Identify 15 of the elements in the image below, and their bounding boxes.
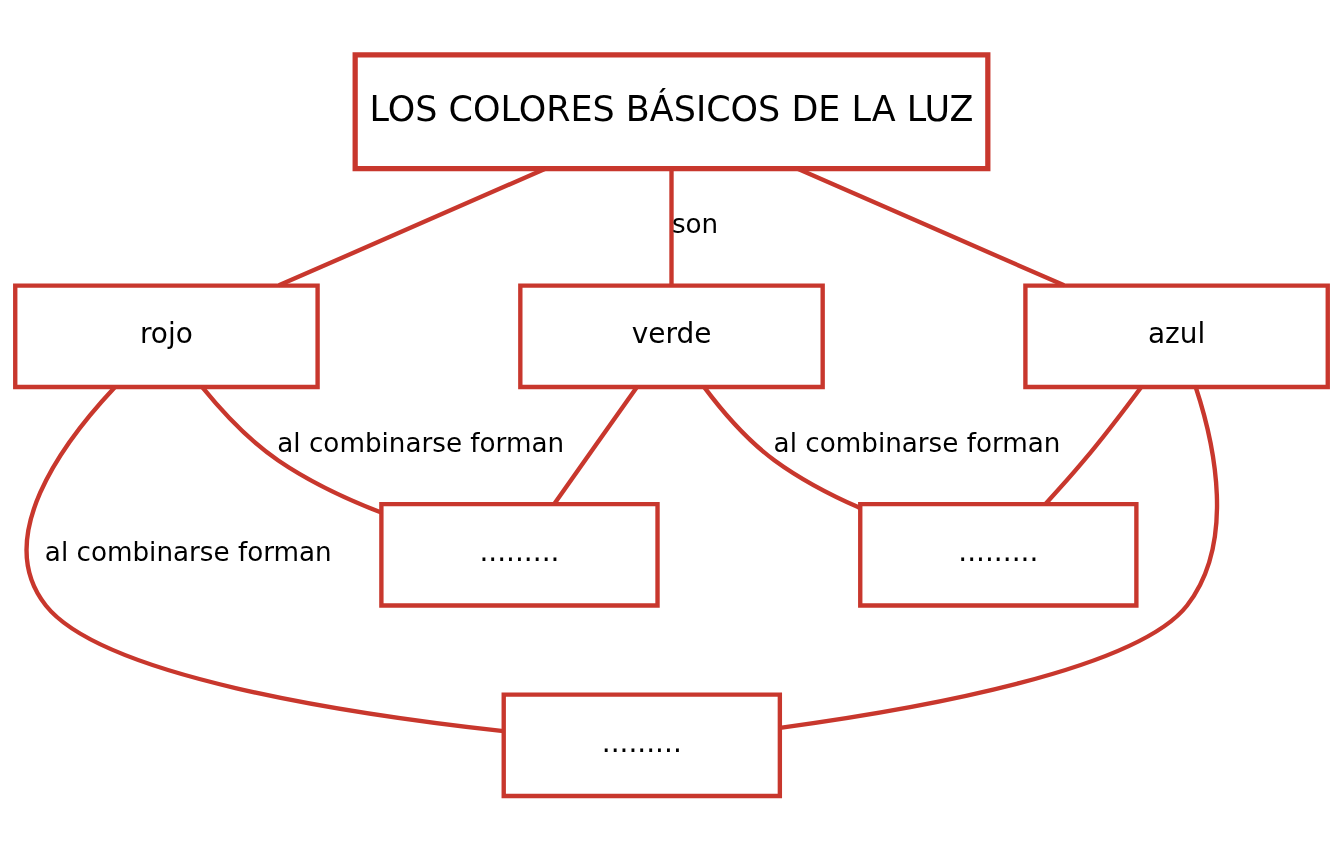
- edge-label: al combinarse forman: [773, 427, 1061, 458]
- connector: [669, 168, 674, 285]
- connector: [24, 385, 504, 733]
- connector: [796, 166, 1065, 287]
- node-box: azul: [1023, 283, 1330, 389]
- connector: [779, 386, 1219, 730]
- node-box: verde: [518, 283, 825, 389]
- node-box: .........: [858, 501, 1139, 608]
- node-box: .........: [501, 691, 783, 798]
- node-box: .........: [379, 501, 660, 608]
- connector: [278, 166, 547, 287]
- node-box: LOS COLORES BÁSICOS DE LA LUZ: [352, 51, 991, 171]
- node-box: rojo: [13, 283, 320, 389]
- edge-label: al combinarse forman: [44, 536, 332, 567]
- edge-label: al combinarse forman: [277, 427, 565, 458]
